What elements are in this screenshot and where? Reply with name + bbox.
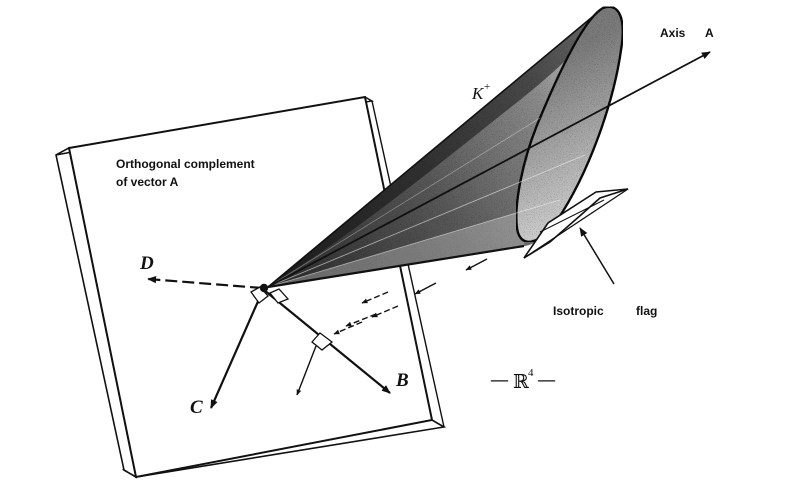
right-angle-marker xyxy=(268,288,290,304)
vector-d-arrow xyxy=(147,276,263,290)
space-label: ℝ xyxy=(513,371,529,393)
projection-arrow xyxy=(465,258,488,271)
space-label-sup: 4 xyxy=(528,367,534,379)
right-angle-markers xyxy=(250,286,334,351)
projection-arrow xyxy=(371,305,399,318)
isotropic-flag xyxy=(523,188,629,259)
vector-d-label: D xyxy=(139,253,154,274)
flag-label-word: flag xyxy=(636,304,657,318)
projection-arrow xyxy=(333,321,363,335)
cone-label: K xyxy=(471,84,485,103)
right-angle-marker xyxy=(250,286,269,304)
space-dash-right: — xyxy=(537,369,556,391)
origin-point xyxy=(259,283,269,293)
flag-pointer-arrow xyxy=(579,227,615,285)
projection-arrow xyxy=(414,282,437,295)
plane-label-line2: of vector A xyxy=(116,175,179,189)
vector-b-label: B xyxy=(395,370,409,391)
small-normal-arrow xyxy=(296,345,317,396)
cone-label-sup: + xyxy=(484,81,490,93)
axis-a-arrow xyxy=(267,51,711,288)
axis-label: Axis xyxy=(660,26,686,40)
projection-arrows xyxy=(333,258,488,335)
space-dash-left: — xyxy=(490,369,509,391)
vector-c-arrow xyxy=(209,289,265,409)
plane-label-line1: Orthogonal complement xyxy=(116,157,255,171)
axis-label-name: A xyxy=(705,26,714,40)
right-angle-marker xyxy=(311,332,334,351)
vector-c-label: C xyxy=(190,397,203,418)
flag-label: Isotropic xyxy=(553,304,604,318)
orthogonal-complement-plane xyxy=(55,95,447,479)
projection-arrow xyxy=(345,313,377,327)
projection-arrow xyxy=(361,291,389,304)
cone-k-plus xyxy=(267,5,624,289)
